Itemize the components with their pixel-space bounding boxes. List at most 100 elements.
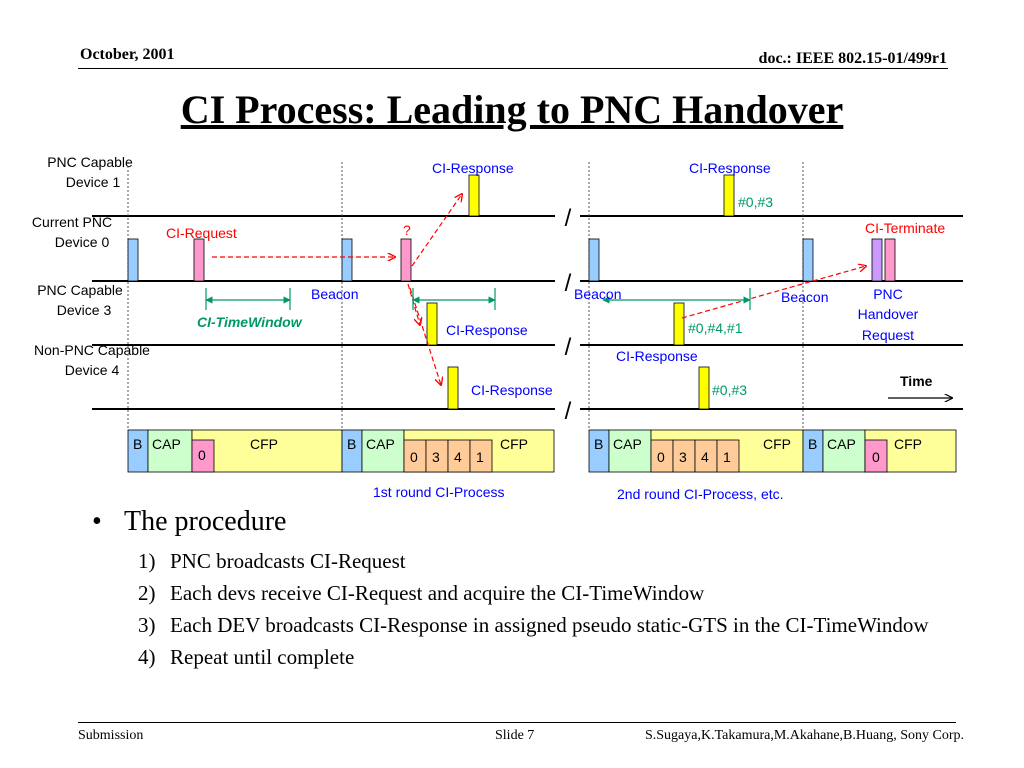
ci-terminate-bar [871,238,883,282]
slot-label: 1 [476,449,484,465]
diagram-labels: CI-Response CI-Response #0,#3 CI-Request… [166,160,945,398]
device-1-label: Device 1 [66,174,121,190]
frame-cap [608,429,652,473]
device-3-label: PNC Capable [37,282,123,298]
frame-cap [147,429,193,473]
ci-request-bar [193,238,205,282]
ci-response-label: CI-Response [432,160,514,176]
frame-cap-label: CAP [366,436,395,452]
frame-cap [822,429,866,473]
slot-label: 4 [701,449,709,465]
ci-terminate-label: CI-Terminate [865,220,945,236]
gts-label: #0,#3 [712,382,747,398]
timeline-breaks: / / / / [565,205,572,425]
step-text: Each DEV broadcasts CI-Response in assig… [170,613,929,637]
step-number: 4) [138,645,156,669]
first-round-label: 1st round CI-Process [373,484,505,500]
footer-authors: S.Sugaya,K.Takamura,M.Akahane,B.Huang, S… [644,728,964,743]
procedure-heading-text: The procedure [124,506,287,537]
break-mark: / [565,270,572,297]
handover-request-label: Handover [858,306,919,322]
footer-submission: Submission [78,728,144,743]
frame-b-label: B [133,436,142,452]
ci-response-bar [723,174,735,217]
superframe-boundaries [127,162,804,430]
red-arrows [212,194,866,385]
superframe-text-right: B CAP CFP 0 3 4 1 B CAP CFP 0 [594,436,922,465]
ci-response-bar [426,302,438,346]
ci-response-label: CI-Response [616,348,698,364]
frame-b-label: B [594,436,603,452]
frame-cap [361,429,405,473]
timewindow-arrows [205,288,751,310]
ci-response-label: CI-Response [446,322,528,338]
device-4-label: Device 4 [65,362,120,378]
handover-request-label: Request [862,327,914,343]
ci-request-bar [400,238,412,282]
ci-response-bar [698,366,710,410]
second-round-label: 2nd round CI-Process, etc. [617,486,784,502]
procedure-step: 1) PNC broadcasts CI-Request [138,548,938,575]
frame-cfp-label: CFP [250,436,278,452]
ci-response-bar [673,302,685,346]
frame-cfp-label: CFP [500,436,528,452]
superframe-text-left: B CAP CFP 0 B CAP CFP 0 3 4 1 [133,436,528,465]
break-mark: / [565,398,572,425]
ci-response-bars [426,174,735,410]
slide-title: CI Process: Leading to PNC Handover [180,87,844,132]
handover-request-label: PNC [873,286,903,302]
header-date: October, 2001 [80,46,175,63]
step-number: 3) [138,613,156,637]
beacon-bar [341,238,353,282]
footer-slide-number: Slide 7 [495,728,535,743]
slot-label: 4 [454,449,462,465]
slot-label: 0 [410,449,418,465]
slot-label: 3 [432,449,440,465]
unknown-response-label: ? [403,222,411,238]
frame-cfp-label: CFP [763,436,791,452]
footer-rule [78,722,956,723]
device-0-label: Device 0 [55,234,110,250]
step-number: 1) [138,549,156,573]
frame-b-label: B [347,436,356,452]
frame-slot [469,439,493,473]
slot-label: 0 [872,449,880,465]
beacons [127,238,814,282]
step-number: 2) [138,581,156,605]
step-text: Repeat until complete [170,645,355,669]
frame-cfp-label: CFP [894,436,922,452]
gts-label: #0,#4,#1 [688,320,743,336]
frame-slot [191,439,215,473]
frame-slot [864,439,888,473]
gts-label: #0,#3 [738,194,773,210]
header-doc-id: doc.: IEEE 802.15-01/499r1 [758,50,947,67]
device-0-label: Current PNC [32,214,112,230]
slot-label: 3 [679,449,687,465]
device-3-label: Device 3 [57,302,112,318]
frame-cfp [191,429,343,473]
response-arrow [409,287,441,385]
response-arrow [411,194,462,267]
ci-response-bar [447,366,459,410]
slot-label: 0 [198,447,206,463]
frame-cap-label: CAP [152,436,181,452]
ci-response-label: CI-Response [689,160,771,176]
response-arrow [407,283,420,325]
ci-response-bar [468,174,480,217]
header-rule [78,68,948,69]
frame-b-label: B [808,436,817,452]
beacon-label: Beacon [781,289,828,305]
time-label: Time [900,373,933,389]
beacon-bar [802,238,814,282]
superframe-bar-right [588,429,957,473]
timelines [92,215,963,410]
procedure-step: 4) Repeat until complete [138,644,938,671]
step-text: PNC broadcasts CI-Request [170,549,406,573]
procedure-steps: 1)PNC broadcasts CI-Request 2)Each devs … [138,548,938,676]
frame-cap-label: CAP [827,436,856,452]
frame-slot [716,439,740,473]
beacon-label: Beacon [311,286,358,302]
break-mark: / [565,205,572,232]
ci-terminate-bar [884,238,896,282]
